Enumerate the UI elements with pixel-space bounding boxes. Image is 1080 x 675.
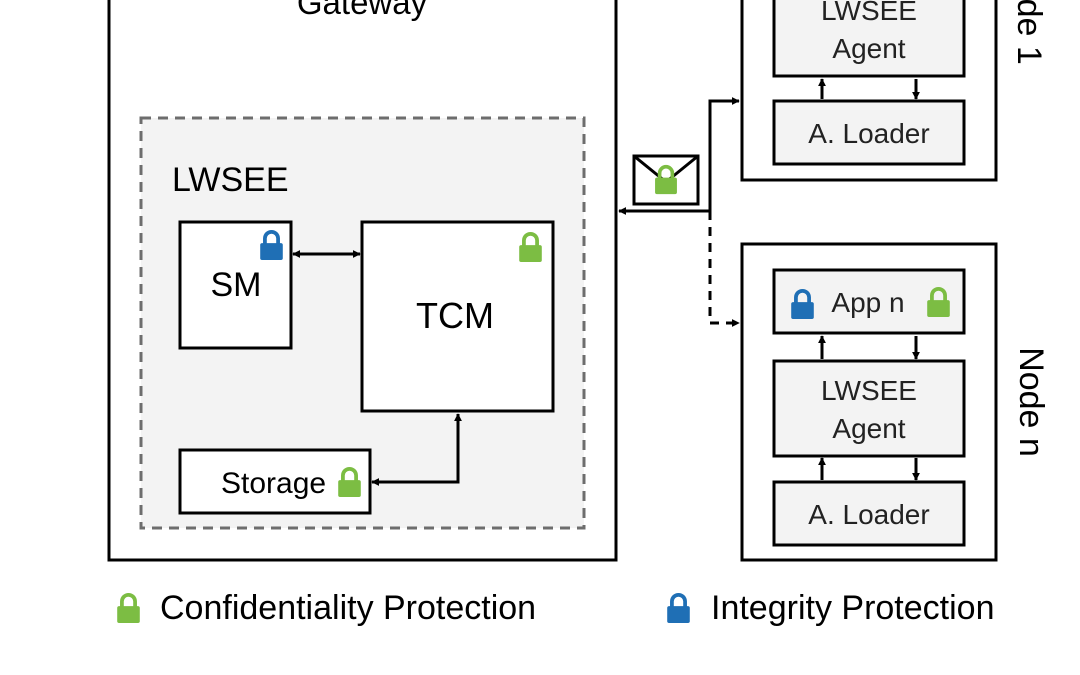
gateway-title: Gateway xyxy=(297,0,428,21)
node1-agent-line1: LWSEE xyxy=(821,0,917,26)
storage-tcm-arrow xyxy=(371,413,462,486)
legend: Confidentiality Protection Integrity Pro… xyxy=(116,589,994,627)
storage-box: Storage xyxy=(178,448,372,515)
noden-app-label: App n xyxy=(831,287,904,318)
noden-loader-box xyxy=(772,480,966,547)
node1-label: Node 1 xyxy=(1010,0,1048,65)
noden-agent-box xyxy=(772,359,966,458)
storage-label: Storage xyxy=(221,467,326,500)
sm-label: SM xyxy=(211,266,262,304)
confidentiality-legend-icon xyxy=(116,592,141,624)
legend-confidentiality: Confidentiality Protection xyxy=(160,589,536,627)
to-node1-arrow xyxy=(708,97,740,211)
noden-agent-line1: LWSEE xyxy=(821,375,917,406)
node1-agent-box xyxy=(772,0,966,78)
node1-loader-label: A. Loader xyxy=(808,118,929,149)
tcm-box: TCM xyxy=(360,220,555,413)
noden-loader-label: A. Loader xyxy=(808,499,929,530)
lwsee-label: LWSEE xyxy=(172,161,289,199)
node1-loader-box xyxy=(772,99,966,166)
noden-agent-line2: Agent xyxy=(832,413,905,444)
sm-box: SM xyxy=(178,220,293,350)
node1-agent-line2: Agent xyxy=(832,33,905,64)
to-noden-arrow xyxy=(708,211,740,327)
noden-label: Node n xyxy=(1012,347,1050,457)
integrity-legend-icon xyxy=(666,592,691,624)
noden-box: App n LWSEE Agent A. Loader Node n xyxy=(740,242,1050,562)
legend-integrity: Integrity Protection xyxy=(711,589,994,627)
node1-box: LWSEE Agent A. Loader Node 1 xyxy=(740,0,1048,182)
tcm-label: TCM xyxy=(416,295,494,336)
envelope-icon xyxy=(632,154,700,206)
